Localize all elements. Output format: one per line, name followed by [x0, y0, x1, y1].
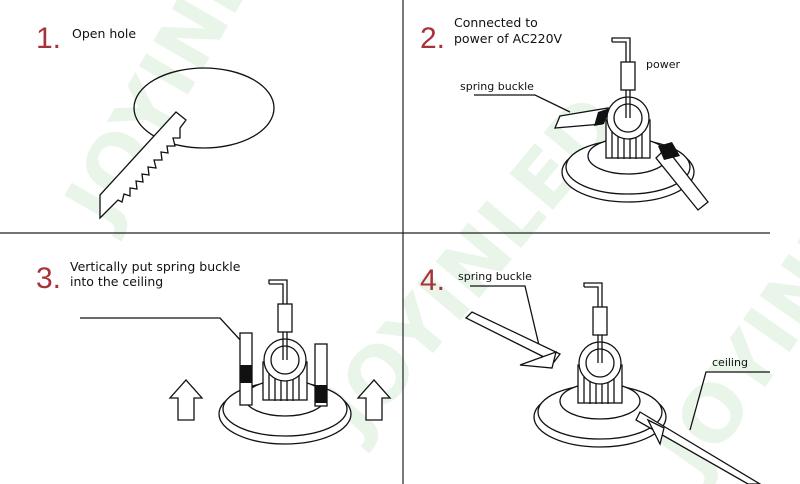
step-caption: power of AC220V: [454, 31, 563, 46]
step-number: 2.: [420, 22, 445, 55]
step-caption: Open hole: [72, 26, 136, 41]
spring-buckle-label: spring buckle: [460, 80, 534, 93]
saw-icon: [99, 111, 187, 220]
arrow-up-icon: [168, 379, 204, 421]
step-number: 4.: [420, 264, 445, 297]
step-caption: Vertically put spring buckle: [70, 259, 241, 274]
step-2: 2. Connected to power of AC220V power sp…: [420, 15, 709, 211]
step-number: 1.: [36, 22, 61, 55]
step-number: 3.: [36, 262, 61, 295]
step-3: 3. Vertically put spring buckle into the…: [36, 259, 392, 445]
step-caption: into the ceiling: [70, 274, 163, 289]
power-label: power: [646, 58, 680, 71]
watermark: JOYINLED JOYINLED JOYINLED: [46, 0, 800, 484]
ceiling-label: ceiling: [712, 356, 748, 369]
step-4: 4. spring buckle ceiling: [420, 264, 770, 484]
step-1: 1. Open hole: [36, 22, 275, 220]
arrow-up-icon: [356, 379, 392, 421]
hole-outline: [133, 67, 275, 149]
step-caption: Connected to: [454, 15, 538, 30]
spring-buckle-label: spring buckle: [458, 270, 532, 283]
